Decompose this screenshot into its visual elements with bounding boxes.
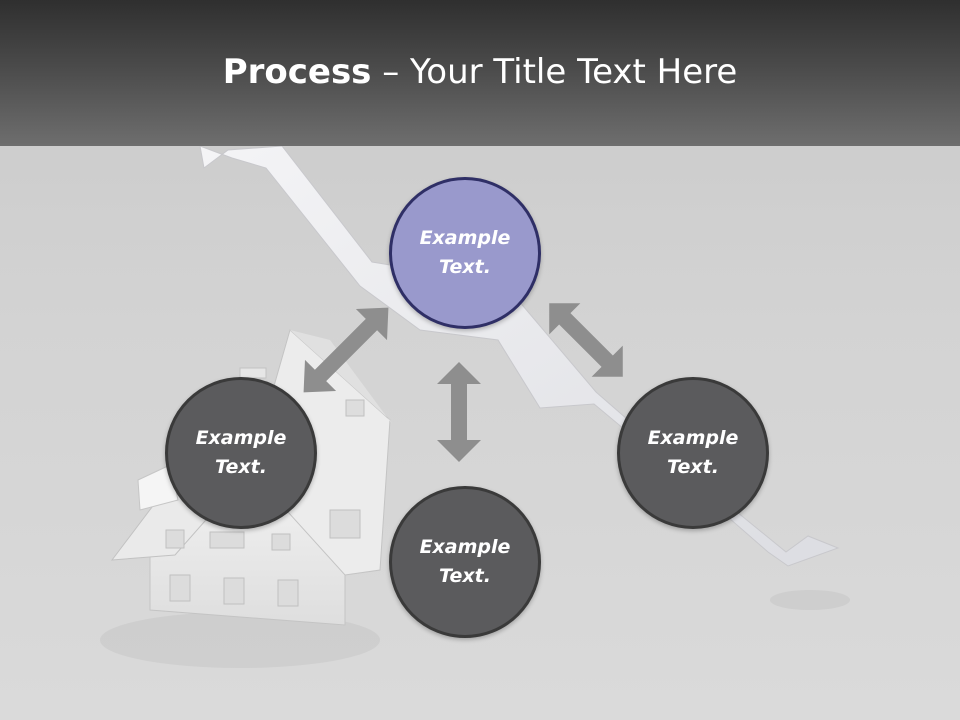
double-arrow-icon bbox=[303, 307, 389, 393]
process-node-bottom: Example Text. bbox=[389, 486, 541, 638]
process-node-left-text: Example Text. bbox=[195, 427, 287, 478]
process-node-top-text: Example Text. bbox=[419, 227, 511, 278]
connector-arrows bbox=[303, 303, 623, 462]
double-arrow-icon bbox=[437, 362, 481, 462]
process-node-top: Example Text. bbox=[389, 177, 541, 329]
title-rest: – Your Title Text Here bbox=[371, 52, 738, 92]
title-bar: Process – Your Title Text Here bbox=[0, 0, 960, 146]
process-node-right: Example Text. bbox=[617, 377, 769, 529]
process-node-right-text: Example Text. bbox=[647, 427, 739, 478]
downtrend-arrow-graphic bbox=[199, 145, 850, 610]
process-node-bottom-text: Example Text. bbox=[419, 536, 511, 587]
double-arrow-icon bbox=[549, 303, 623, 377]
process-node-left: Example Text. bbox=[165, 377, 317, 529]
title-bold: Process bbox=[222, 52, 372, 92]
page-title: Process – Your Title Text Here bbox=[0, 52, 960, 92]
